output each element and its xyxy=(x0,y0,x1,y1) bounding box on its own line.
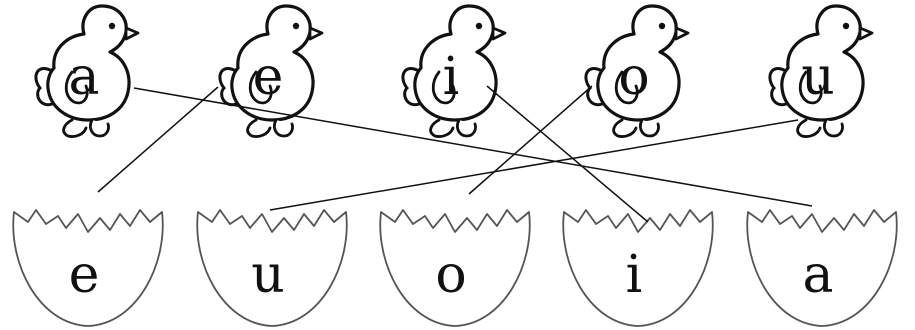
eggshell-i: i xyxy=(563,210,713,326)
chick-letter: i xyxy=(443,47,460,107)
chick-u: u xyxy=(770,6,872,137)
chick-a: a xyxy=(36,6,138,137)
eggshell-a: a xyxy=(747,210,897,326)
eggshell-e: e xyxy=(13,210,163,326)
eggshell-o: o xyxy=(380,210,530,326)
match-line-u xyxy=(270,120,798,210)
chick-letter: a xyxy=(68,47,99,107)
chick-letter: u xyxy=(801,47,835,107)
chick-letter: o xyxy=(618,47,649,107)
eggshell-u: u xyxy=(197,210,347,326)
chick-i: i xyxy=(403,6,505,137)
eggshell-letter: i xyxy=(626,245,643,305)
eggshell-letter: e xyxy=(69,245,100,305)
eggshell-letter: a xyxy=(802,245,833,305)
chick-letter: e xyxy=(253,47,284,107)
chick-e: e xyxy=(220,6,322,137)
eggshell-letter: o xyxy=(435,245,466,305)
eggshell-letter: u xyxy=(251,245,285,305)
chick-o: o xyxy=(586,6,688,137)
